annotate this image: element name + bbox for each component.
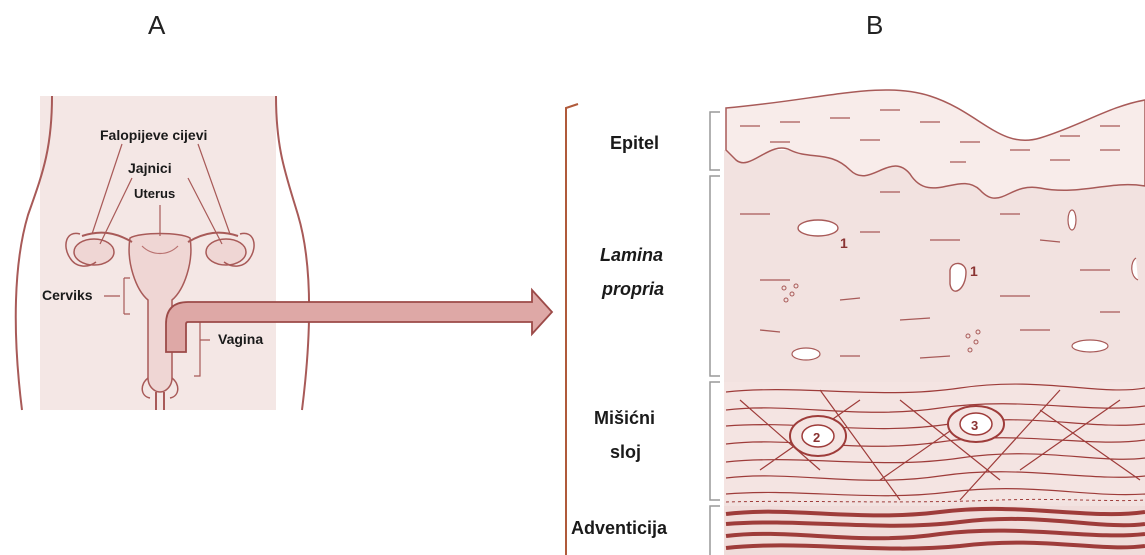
right-ovary [206, 239, 246, 265]
body-right-contour [276, 96, 309, 410]
label-fallopian-tubes: Falopijeve cijevi [100, 127, 207, 143]
marker-2: 2 [813, 430, 820, 445]
left-ovary [74, 239, 114, 265]
vessel-lower-right [1072, 340, 1108, 352]
label-propria: propria [602, 279, 664, 300]
label-muscle-layer: sloj [610, 442, 641, 463]
blood-vessel-1a [798, 220, 838, 236]
panel-a-illustration [16, 96, 552, 410]
label-uterus: Uterus [134, 186, 175, 201]
section-bracket [566, 104, 578, 555]
muscle-bracket [710, 382, 720, 500]
label-vagina: Vagina [218, 331, 263, 347]
label-ovaries: Jajnici [128, 160, 172, 176]
vessel-small [1068, 210, 1076, 230]
adventitia-bracket [710, 506, 720, 555]
marker-3: 3 [971, 418, 978, 433]
label-cervix: Cerviks [42, 287, 93, 303]
marker-1b: 1 [970, 263, 978, 279]
lamina-bracket [710, 176, 720, 376]
epithelium-bracket [710, 112, 720, 170]
label-muscle: Mišićni [594, 408, 655, 429]
label-epithelium: Epitel [610, 133, 659, 154]
vessel-lower-left [792, 348, 820, 360]
marker-1a: 1 [840, 235, 848, 251]
label-lamina: Lamina [600, 245, 663, 266]
panel-b-illustration: 1 1 2 3 [566, 90, 1145, 555]
label-adventitia: Adventicija [571, 518, 667, 539]
